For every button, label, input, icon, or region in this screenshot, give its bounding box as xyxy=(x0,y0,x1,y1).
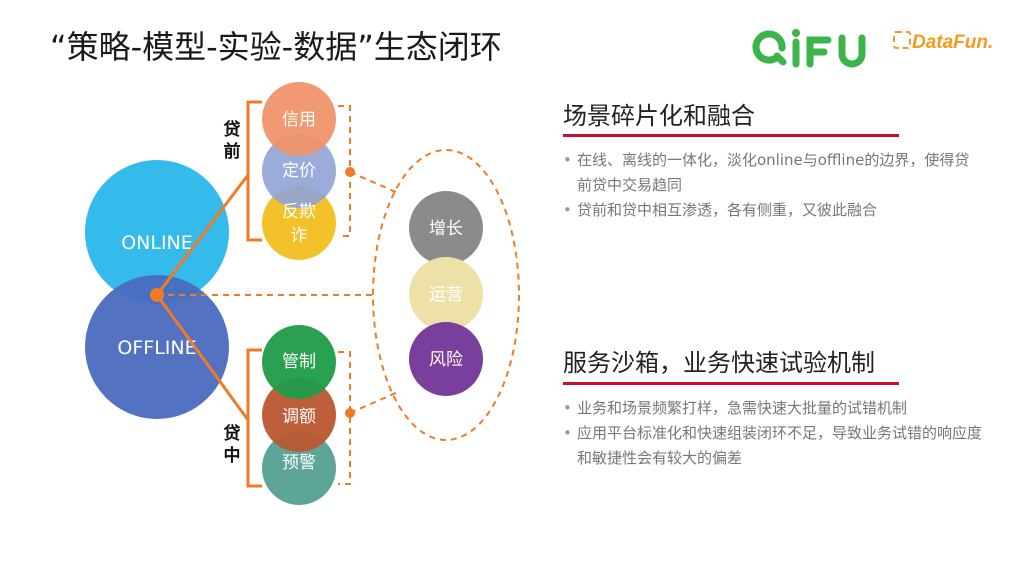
hub-dot xyxy=(150,288,164,302)
bullet-item: 贷前和贷中相互渗透，各有侧重，又彼此融合 xyxy=(563,198,983,223)
phase-mid-char-2: 中 xyxy=(224,445,241,466)
fraud-label-line2: 诈 xyxy=(291,226,308,246)
phase-mid-char-1: 贷 xyxy=(224,423,241,444)
phase-pre-char-2: 前 xyxy=(224,141,241,162)
bullet-item: 应用平台标准化和快速组装闭环不足，导致业务试错的响应度和敏捷性会有较大的偏差 xyxy=(563,421,983,471)
section-heading-sandbox: 服务沙箱，业务快速试验机制 xyxy=(563,349,875,377)
pre-connector xyxy=(349,171,399,194)
datafun-logo: DataFun. xyxy=(893,31,993,54)
risk-label: 风险 xyxy=(429,350,463,370)
pricing-label: 定价 xyxy=(282,161,316,181)
offline-label: OFFLINE xyxy=(117,337,196,359)
limit-label: 调额 xyxy=(282,407,316,427)
control-label: 管制 xyxy=(282,352,316,372)
warning-circle xyxy=(262,431,336,505)
fraud-label-line1: 反欺 xyxy=(282,202,316,222)
warning-label: 预警 xyxy=(282,453,316,473)
operation-label: 运营 xyxy=(429,285,463,305)
credit-circle xyxy=(262,82,336,156)
goals-ellipse xyxy=(372,149,520,441)
mid-phase-bracket xyxy=(246,348,262,488)
bullet-item: 业务和场景频繁打样，急需快速大批量的试错机制 xyxy=(563,396,983,421)
pre-phase-bracket xyxy=(246,100,262,242)
mid-connector xyxy=(349,391,399,414)
operation-circle xyxy=(409,257,483,331)
growth-label: 增长 xyxy=(429,219,463,239)
fraud-circle xyxy=(262,186,336,260)
qifu-logo xyxy=(752,29,866,68)
online-circle xyxy=(85,160,229,304)
control-circle xyxy=(262,325,336,399)
offline-circle xyxy=(85,275,229,419)
growth-circle xyxy=(409,191,483,265)
section-bullets-fragmentation: 在线、离线的一体化，淡化online与offline的边界，使得贷前贷中交易趋同… xyxy=(563,148,983,223)
section-heading-fragmentation: 场景碎片化和融合 xyxy=(563,102,755,130)
page-title: “策略-模型-实验-数据”生态闭环 xyxy=(50,28,502,66)
mid-dot xyxy=(345,408,355,418)
bullet-item: 在线、离线的一体化，淡化online与offline的边界，使得贷前贷中交易趋同 xyxy=(563,148,983,198)
limit-circle xyxy=(262,378,336,452)
online-label: ONLINE xyxy=(121,232,193,254)
hub-line-mid xyxy=(155,294,250,421)
pre-dot xyxy=(345,167,355,177)
section-underline xyxy=(563,382,899,385)
hub-line-pre xyxy=(155,174,250,296)
section-underline xyxy=(563,134,899,137)
risk-circle xyxy=(409,322,483,396)
section-bullets-sandbox: 业务和场景频繁打样，急需快速大批量的试错机制 应用平台标准化和快速组装闭环不足，… xyxy=(563,396,983,471)
pricing-circle xyxy=(262,134,336,208)
mid-bracket xyxy=(338,351,351,485)
phase-pre-char-1: 贷 xyxy=(224,119,241,140)
credit-label: 信用 xyxy=(282,110,316,130)
